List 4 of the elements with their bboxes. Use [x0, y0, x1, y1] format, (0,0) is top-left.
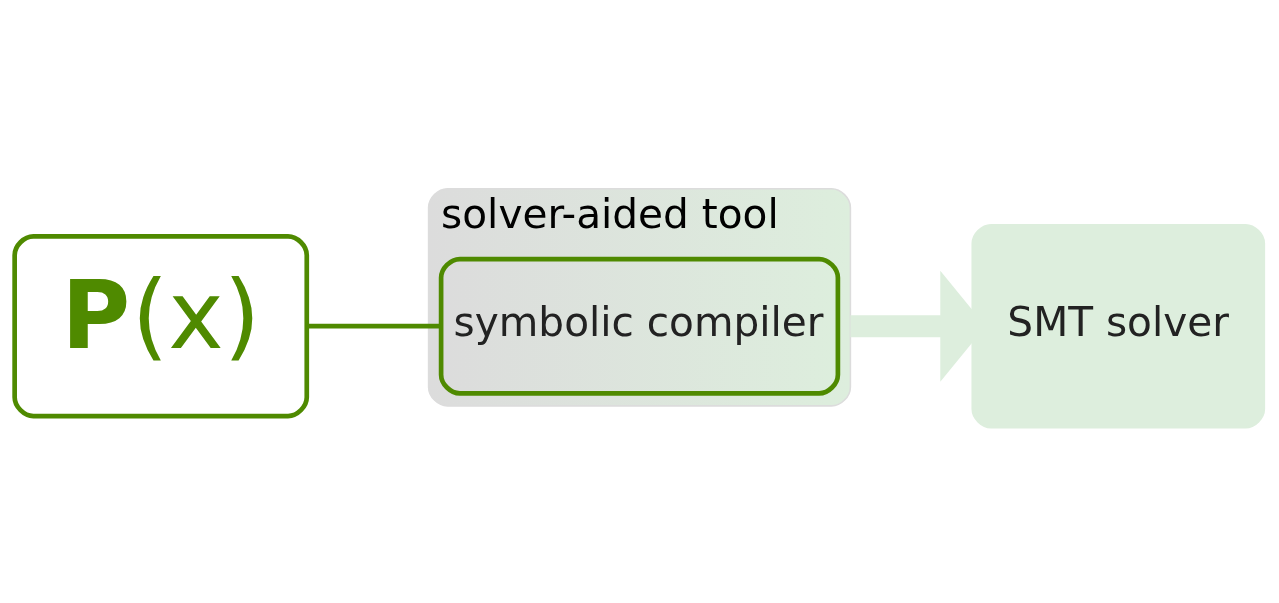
node-box: P(x): [12, 233, 310, 418]
node-box: symbolic compiler: [438, 256, 841, 396]
node-box: SMT solver: [971, 223, 1266, 429]
connector: [306, 323, 441, 329]
